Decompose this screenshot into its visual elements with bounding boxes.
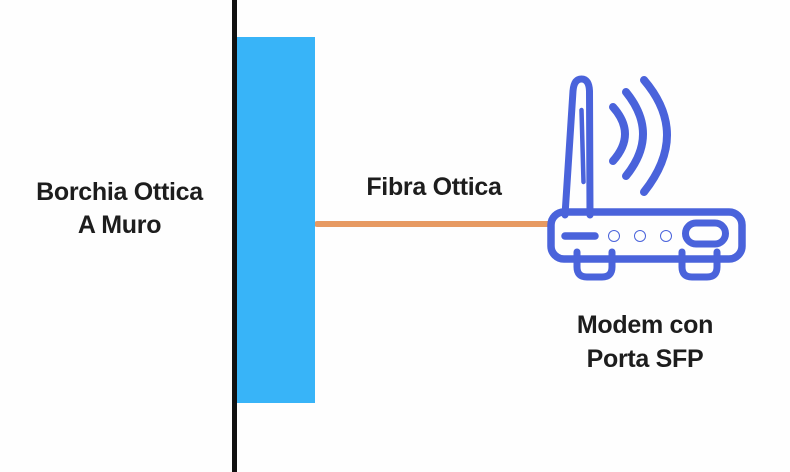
outlet-label: Borchia Ottica A Muro <box>17 176 222 242</box>
outlet-label-line1: Borchia Ottica <box>36 178 203 206</box>
sfp-port-icon <box>682 219 729 248</box>
modem-label-line1: Modem con <box>576 311 714 339</box>
wall-line <box>232 0 237 472</box>
antenna-icon <box>561 75 594 219</box>
fiber-label-text: Fibra Ottica <box>366 173 502 201</box>
fiber-optic-cable-line <box>314 221 552 227</box>
modem-front-panel <box>561 219 729 248</box>
modem-label: Modem con Porta SFP <box>545 308 745 376</box>
fiber-label: Fibra Ottica <box>334 172 534 202</box>
led-dot <box>634 230 646 242</box>
modem-feet <box>573 248 721 281</box>
modem-label-line2: Porta SFP <box>586 345 704 373</box>
outlet-label-line2: A Muro <box>77 211 162 239</box>
led-dot <box>660 230 672 242</box>
optical-wall-outlet-box <box>235 37 315 403</box>
modem-body <box>547 208 746 263</box>
wifi-signal-icon <box>609 76 671 196</box>
modem-router-icon <box>547 75 746 281</box>
led-dot <box>608 230 620 242</box>
